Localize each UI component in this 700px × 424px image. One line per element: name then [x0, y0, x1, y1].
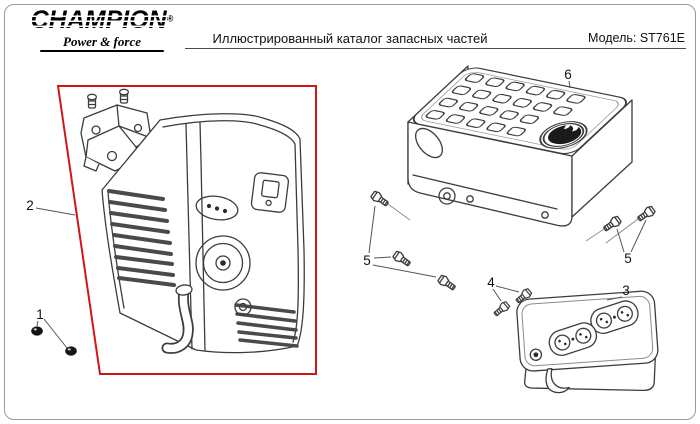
hex-bolt	[601, 214, 623, 234]
rubber-foot	[65, 346, 77, 356]
emblem-logo-icon	[548, 125, 582, 145]
part-outlet-panel	[516, 290, 659, 394]
flange-boss	[466, 195, 474, 203]
switch-plate	[250, 172, 290, 213]
callout-3-group: 3	[606, 283, 630, 301]
hex-bolt	[436, 273, 458, 293]
leader-line-5a	[368, 205, 376, 254]
leader-line-5e	[630, 219, 647, 253]
model-label: Модель: ST761E	[588, 31, 685, 45]
champion-logo: CHAMPION® Power & force	[26, 7, 178, 52]
pan-screw	[491, 299, 512, 319]
flange-boss	[541, 211, 549, 219]
logo-underline	[40, 50, 164, 52]
registered-trademark-icon: ®	[166, 13, 174, 24]
part-side-panel	[101, 113, 305, 354]
cover-front-wall	[407, 121, 573, 227]
leader-line-3	[606, 296, 623, 301]
page-title: Иллюстрированный каталог запасных частей	[212, 31, 488, 46]
leader-line-5d	[616, 228, 625, 253]
panel-hook	[545, 368, 570, 394]
part-top-cover	[407, 65, 633, 227]
part-bolts-5: 5 5	[363, 189, 657, 293]
leader-line-1b	[43, 318, 68, 349]
callout-1: 1	[36, 307, 44, 322]
part-screws-4: 4	[487, 275, 534, 319]
callout-6: 6	[564, 67, 572, 82]
header-divider	[185, 48, 686, 49]
callout-3: 3	[622, 283, 630, 298]
hex-bolt	[369, 189, 391, 209]
logo-brand-row: CHAMPION®	[26, 7, 178, 33]
grommet-circle	[234, 298, 252, 316]
leader-line-5c	[372, 264, 437, 278]
rubber-foot	[31, 326, 43, 336]
callout-2: 2	[26, 198, 34, 213]
foot-highlight	[33, 328, 37, 331]
logo-brand-text: CHAMPION	[28, 6, 169, 34]
highlight-box	[56, 85, 317, 375]
leader-line-4a	[492, 288, 502, 302]
callout-6-group: 6	[564, 67, 572, 89]
recoil-circle	[195, 235, 251, 291]
vent-slots-bottom	[234, 303, 299, 348]
callout-4: 4	[487, 275, 495, 290]
panel-grommet	[529, 348, 543, 361]
cover-top-face	[412, 67, 627, 155]
leader-line-2	[35, 207, 76, 216]
drain-pipe	[161, 284, 194, 354]
leader-line-1a	[36, 320, 39, 327]
leader-line-4b	[495, 285, 520, 293]
leader-line-6	[568, 80, 571, 89]
indicator-oval	[195, 195, 239, 221]
leader-line-5b	[373, 256, 392, 259]
cover-front-hole	[438, 187, 456, 205]
vent-slots-left	[107, 189, 176, 287]
hex-bolt	[391, 249, 413, 269]
cover-vent-holes	[425, 73, 586, 137]
panel-ridge	[199, 121, 206, 352]
logo-tagline: Power & force	[63, 34, 141, 50]
callout-5-right: 5	[624, 251, 632, 266]
foot-highlight	[67, 348, 71, 351]
cover-side-hole	[415, 127, 443, 159]
callout-5-left: 5	[363, 253, 371, 268]
part-fasteners-1: 1	[31, 307, 77, 356]
callout-2-group: 2	[26, 198, 76, 216]
